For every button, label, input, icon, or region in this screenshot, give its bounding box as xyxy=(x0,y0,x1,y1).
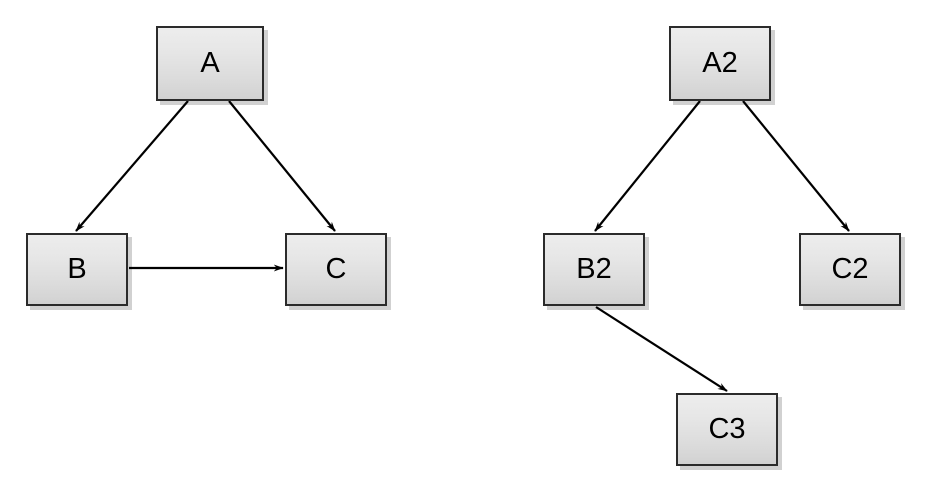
edge-a2-to-c2 xyxy=(742,100,850,232)
node-label: C2 xyxy=(831,253,869,285)
node-c3[interactable]: C3 xyxy=(676,393,778,466)
node-label: C xyxy=(325,253,347,285)
node-label: C3 xyxy=(708,413,746,445)
node-label: B2 xyxy=(576,253,612,285)
node-c2[interactable]: C2 xyxy=(799,233,901,306)
node-a[interactable]: A xyxy=(156,26,264,101)
node-b2[interactable]: B2 xyxy=(543,233,645,306)
node-c[interactable]: C xyxy=(285,233,387,306)
edge-b2-to-c3 xyxy=(595,306,728,392)
edge-a2-to-b2 xyxy=(594,100,701,232)
edges-group xyxy=(75,100,850,392)
node-label: A xyxy=(200,47,220,79)
node-label: B xyxy=(67,253,87,285)
node-label: A2 xyxy=(702,47,738,79)
node-b[interactable]: B xyxy=(26,233,128,306)
node-a2[interactable]: A2 xyxy=(669,26,771,101)
edge-a-to-b xyxy=(75,100,189,232)
edge-a-to-c xyxy=(228,100,336,232)
